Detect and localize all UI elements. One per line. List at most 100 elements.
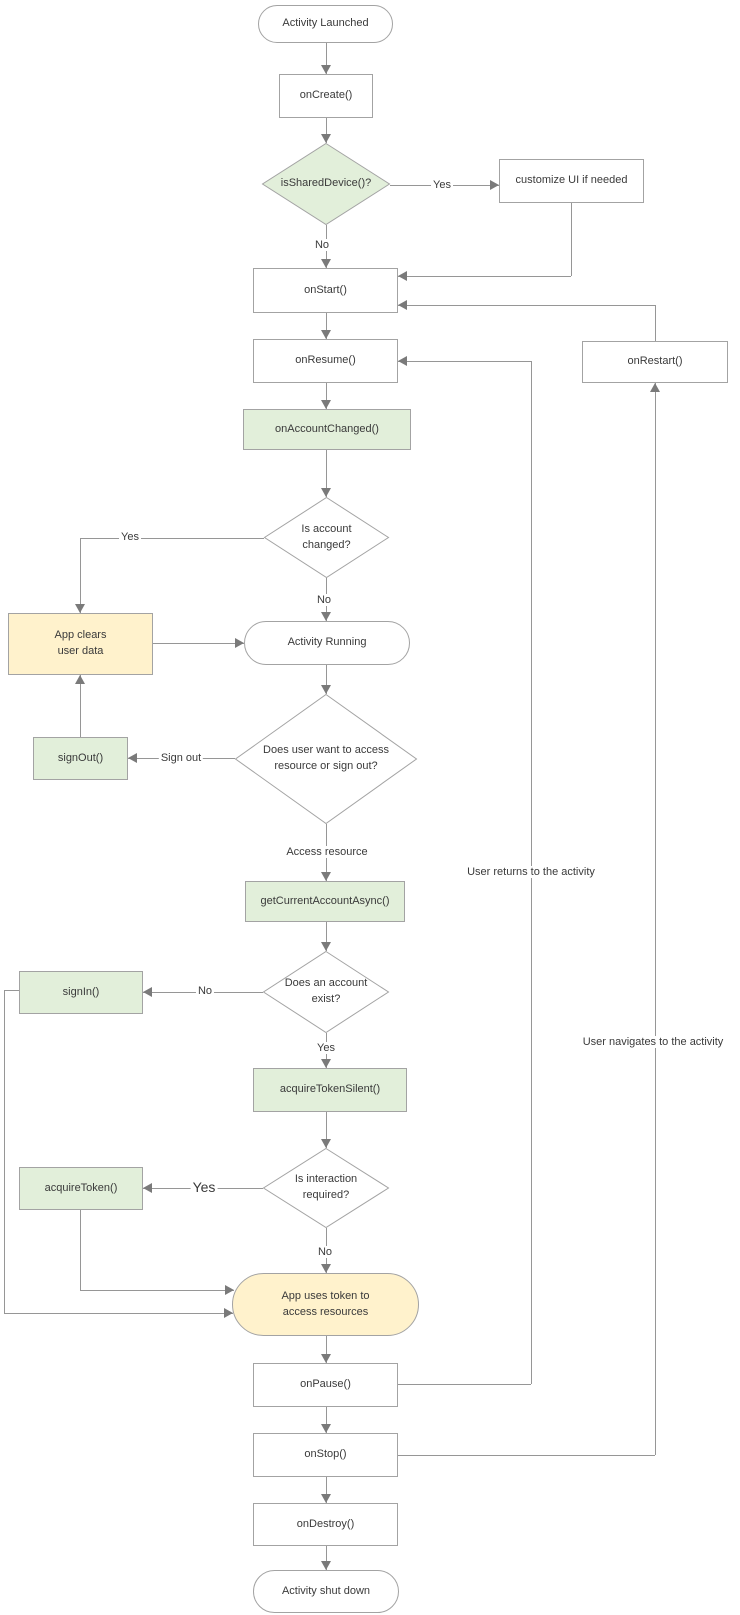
- node-onstart: onStart(): [253, 268, 398, 313]
- arrowhead-ondestroy-to-shutdown: [321, 1561, 331, 1570]
- edge-onaccountchanged-to-ischanged-segment-0: [326, 450, 327, 497]
- arrowhead-running-to-doesuserwant: [321, 685, 331, 694]
- edge-onpause-to-onstop-segment-0: [326, 1407, 327, 1433]
- node-label-app-uses-token: App uses token to access resources: [233, 1274, 418, 1335]
- node-label-onresume: onResume(): [254, 340, 397, 382]
- edge-label-no-account-changed: No: [314, 594, 334, 606]
- arrowhead-launch-to-oncreate: [321, 65, 331, 74]
- edge-onstop-to-ondestroy-segment-0: [326, 1477, 327, 1503]
- arrowhead-onpause-to-onstop: [321, 1424, 331, 1433]
- node-activity-running: Activity Running: [244, 621, 410, 665]
- node-label-acquiretoken: acquireToken(): [20, 1168, 142, 1209]
- edge-label-yes-account-changed: Yes: [119, 531, 141, 543]
- edge-signin-to-usestoken-segment-1: [4, 990, 5, 1313]
- node-label-line: acquireToken(): [44, 1181, 118, 1194]
- diamond-shape-is-shared-device: [261, 142, 391, 226]
- arrowhead-getaccount-to-accountexist: [321, 942, 331, 951]
- edge-label-user-navigates: User navigates to the activity: [580, 1036, 726, 1048]
- node-label-line: changed?: [302, 538, 351, 551]
- arrowhead-doesuserwant-to-getaccount: [321, 872, 331, 881]
- node-label-line: isSharedDevice()?: [280, 177, 372, 190]
- node-label-line: customize UI if needed: [515, 174, 628, 187]
- node-customize-ui: customize UI if needed: [499, 159, 644, 203]
- node-label-line: onStop(): [304, 1448, 347, 1461]
- node-label-oncreate: onCreate(): [280, 75, 372, 117]
- node-label-line: onResume(): [295, 354, 356, 367]
- node-label-line: user data: [57, 645, 104, 657]
- arrowhead-interaction-yes-to-acquire: [143, 1183, 152, 1193]
- node-onpause: onPause(): [253, 1363, 398, 1407]
- edge-onresume-to-onaccountchanged-segment-0: [326, 383, 327, 409]
- diamond-shape-does-an-account-exist: [262, 950, 390, 1034]
- arrowhead-signout-to-appclears: [75, 675, 85, 684]
- edge-onpause-to-onresume-segment-2: [398, 361, 531, 362]
- arrowhead-onresume-to-onaccountchanged: [321, 400, 331, 409]
- node-label-line: Is account: [301, 522, 352, 535]
- node-getcurrentaccountasync: getCurrentAccountAsync(): [245, 881, 405, 922]
- arrowhead-isshared-no-to-onstart: [321, 259, 331, 268]
- edge-label-sign-out: Sign out: [158, 752, 204, 764]
- arrowhead-accountexist-no-to-signin: [143, 987, 152, 997]
- node-label-line: onDestroy(): [296, 1517, 355, 1530]
- node-label-line: onPause(): [300, 1378, 351, 1391]
- node-onresume: onResume(): [253, 339, 398, 383]
- node-label-line: access resources: [282, 1305, 369, 1318]
- node-label-onstop: onStop(): [254, 1434, 397, 1476]
- edge-onpause-to-onresume-segment-0: [398, 1384, 531, 1385]
- node-label-line: resource or sign out?: [274, 760, 378, 772]
- edge-silent-to-interaction-segment-0: [326, 1112, 327, 1148]
- edge-signin-to-usestoken-segment-2: [4, 1313, 233, 1314]
- edge-ischanged-yes-to-appclears-segment-1: [80, 538, 81, 613]
- node-label-onaccountchanged: onAccountChanged(): [244, 410, 410, 449]
- edge-label-no-shared-device: No: [312, 239, 332, 251]
- arrowhead-ischanged-no-to-running: [321, 612, 331, 621]
- edge-customize-to-onstart-segment-0: [571, 203, 572, 276]
- arrowhead-onstart-to-onresume: [321, 330, 331, 339]
- node-label-activity-running: Activity Running: [245, 622, 409, 664]
- node-label-line: signOut(): [57, 751, 104, 764]
- edge-signin-to-usestoken-segment-0: [4, 990, 19, 991]
- node-onrestart: onRestart(): [582, 341, 728, 383]
- edge-launch-to-oncreate-segment-0: [326, 43, 327, 74]
- node-label-signin: signIn(): [20, 972, 142, 1013]
- node-label-signout: signOut(): [34, 738, 127, 779]
- node-label-line: Activity Launched: [282, 17, 369, 30]
- diamond-shape-is-interaction-required: [262, 1147, 390, 1229]
- edge-label-no-account-exist: No: [195, 985, 215, 997]
- node-label-line: Is interaction: [294, 1173, 358, 1186]
- arrowhead-onstop-to-onrestart: [650, 383, 660, 392]
- node-activity-shut-down: Activity shut down: [253, 1570, 399, 1613]
- node-label-customize-ui: customize UI if needed: [500, 160, 643, 202]
- node-acquiretokensilent: acquireTokenSilent(): [253, 1068, 407, 1112]
- node-label-acquiretokensilent: acquireTokenSilent(): [254, 1069, 406, 1111]
- node-label-line: Does an account: [284, 977, 368, 990]
- edge-label-yes-interaction: Yes: [190, 1179, 218, 1195]
- node-label-onpause: onPause(): [254, 1364, 397, 1406]
- arrowhead-silent-to-interaction: [321, 1139, 331, 1148]
- edge-appclears-to-running-segment-0: [153, 643, 244, 644]
- arrowhead-acquire-to-usestoken: [225, 1285, 234, 1295]
- node-label-line: App uses token to: [281, 1289, 370, 1302]
- node-label-line: Does user want to access: [263, 744, 389, 757]
- node-acquiretoken: acquireToken(): [19, 1167, 143, 1210]
- node-label-line: required?: [302, 1189, 350, 1201]
- edge-label-access-resource: Access resource: [284, 846, 370, 858]
- arrowhead-onrestart-to-onstart: [398, 300, 407, 310]
- edge-onstop-to-onrestart-segment-0: [398, 1455, 655, 1456]
- node-label-activity-shut-down: Activity shut down: [254, 1571, 398, 1612]
- node-is-interaction-required: Is interaction required?: [262, 1147, 390, 1229]
- node-is-shared-device: isSharedDevice()?: [261, 142, 391, 226]
- edge-onrestart-to-onstart-segment-1: [398, 305, 655, 306]
- edge-label-yes-account-exist: Yes: [315, 1042, 337, 1054]
- node-label-onstart: onStart(): [254, 269, 397, 312]
- node-activity-launched: Activity Launched: [258, 5, 393, 43]
- edge-label-no-interaction: No: [315, 1246, 335, 1258]
- node-label-line: onCreate(): [299, 89, 353, 102]
- edge-running-to-doesuserwant-segment-0: [326, 665, 327, 694]
- node-label-line: onRestart(): [627, 355, 683, 368]
- arrowhead-oncreate-to-isshared: [321, 134, 331, 143]
- arrowhead-interaction-no-to-usestoken: [321, 1264, 331, 1273]
